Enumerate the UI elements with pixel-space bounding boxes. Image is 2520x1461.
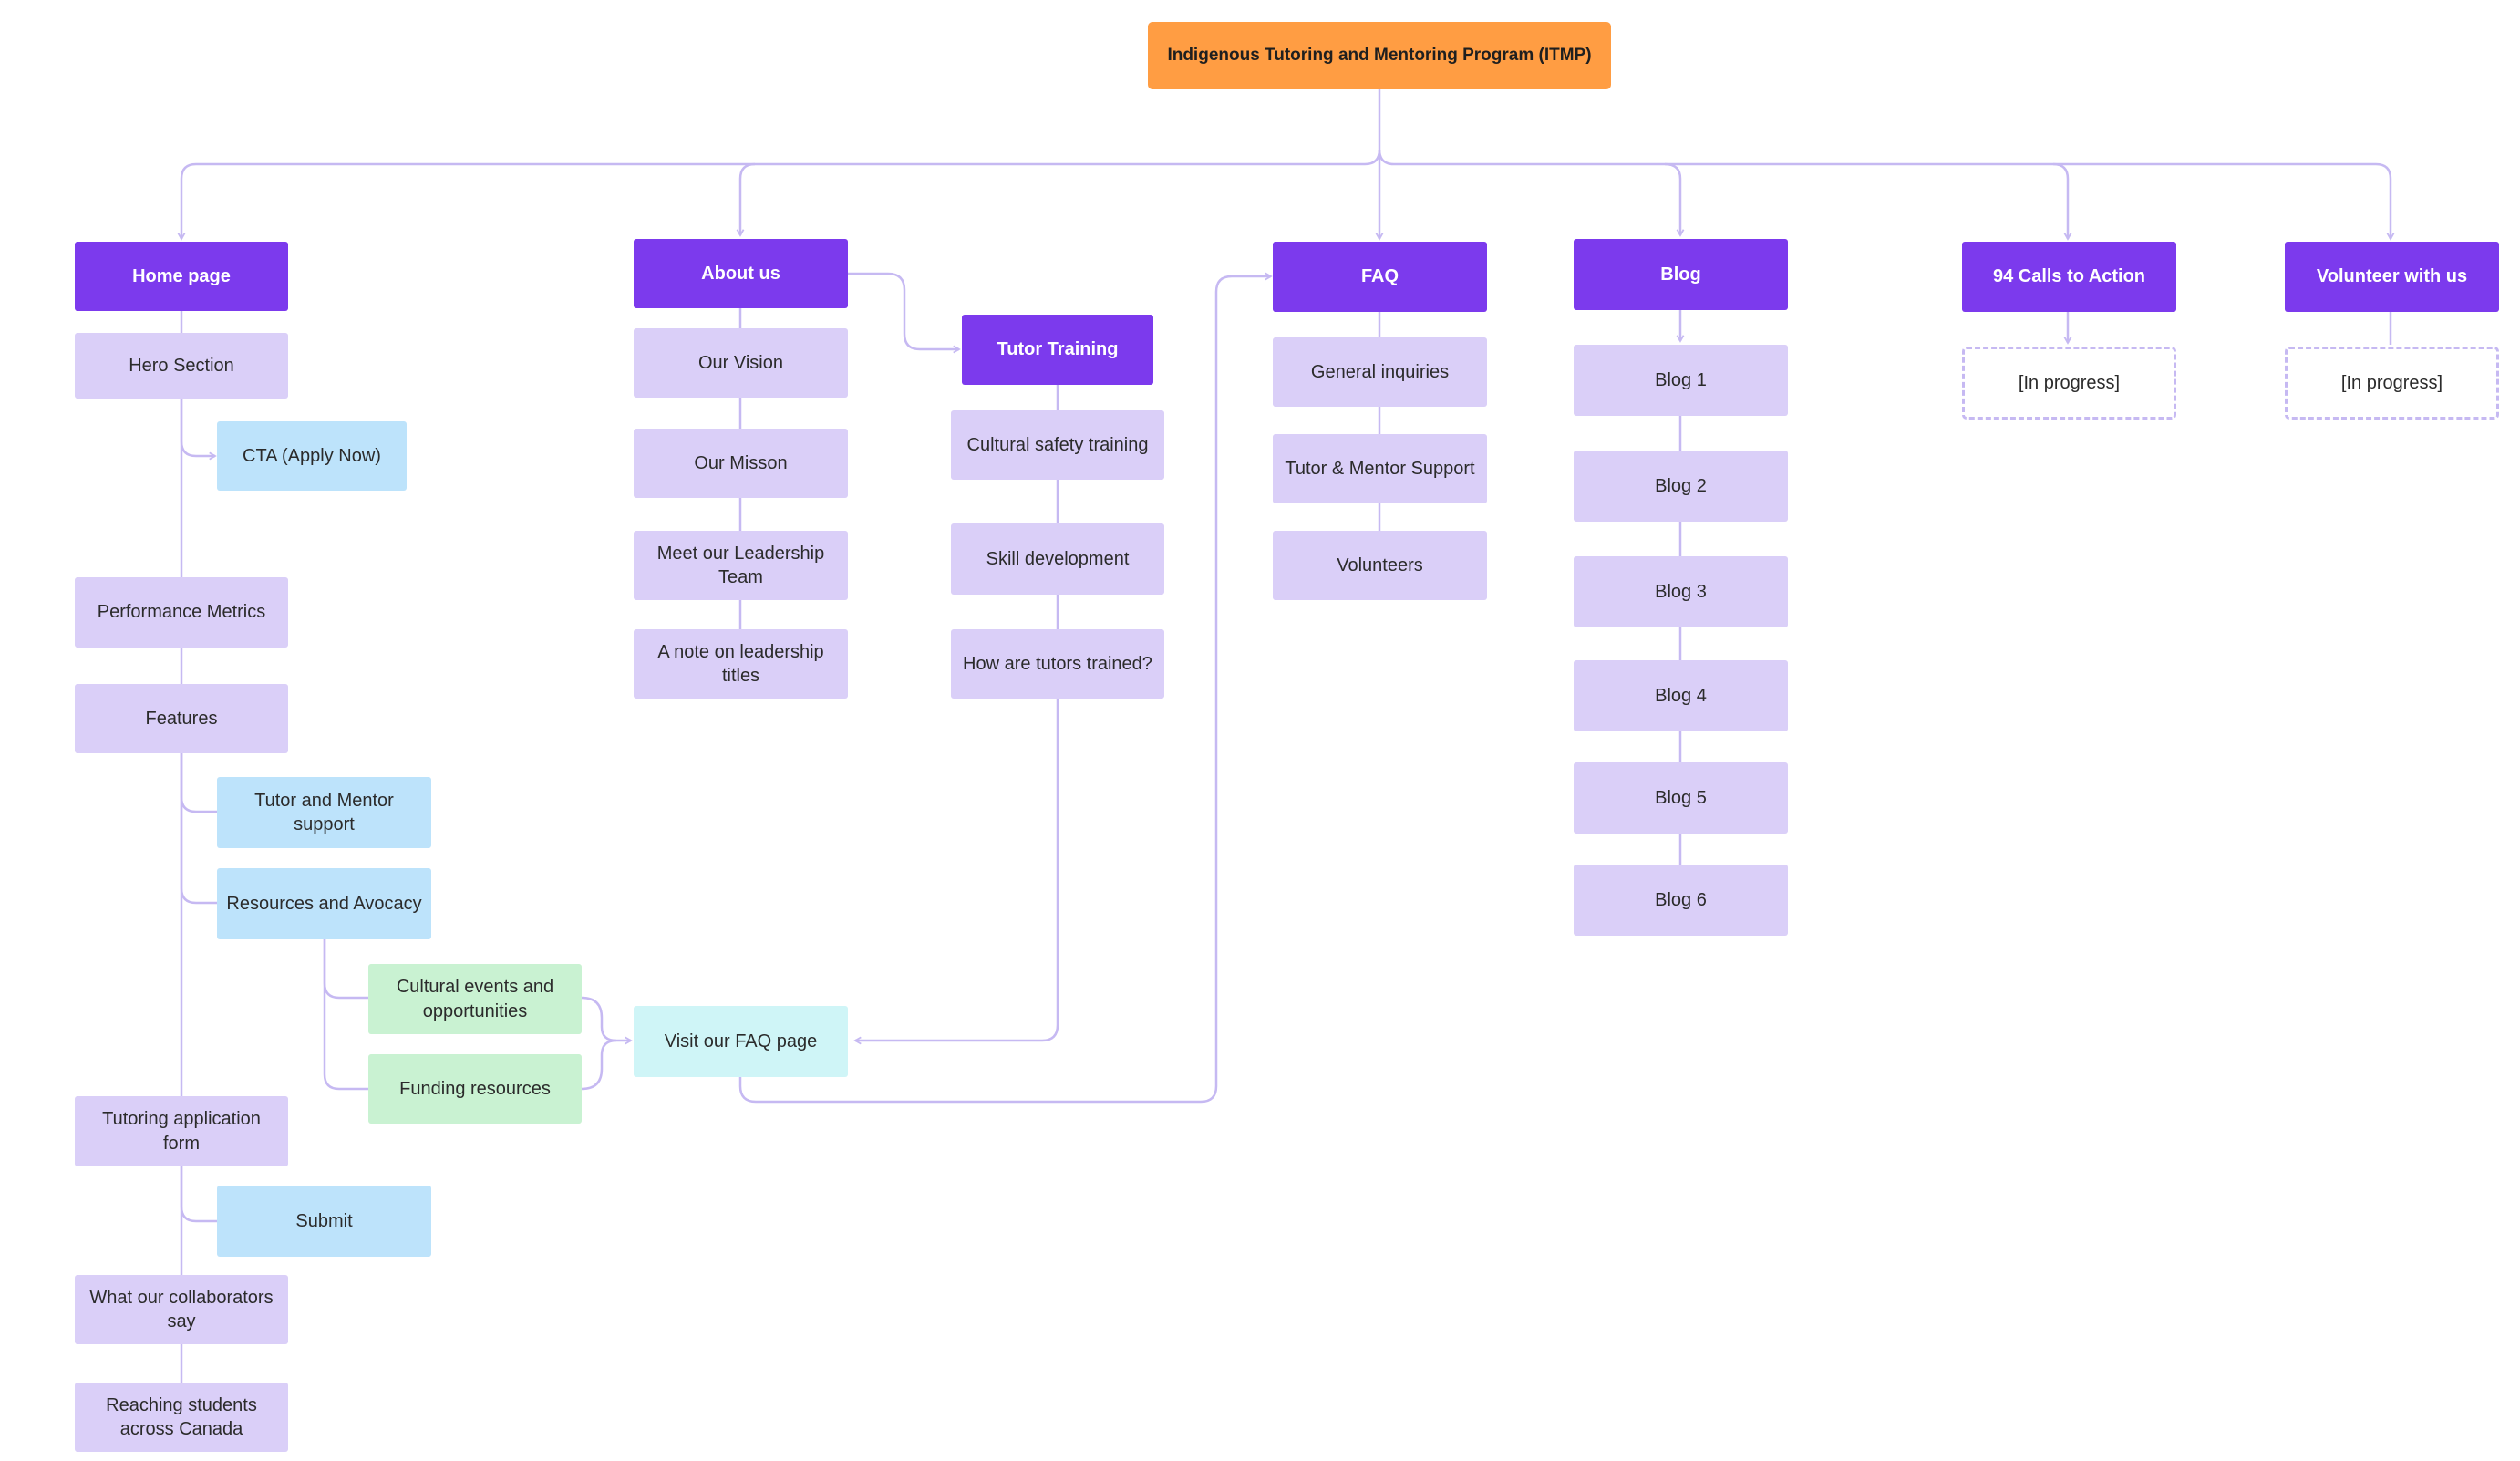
blog-6-node[interactable]: Blog 6 [1574, 865, 1788, 936]
tutoring-application-form-node[interactable]: Tutoring application form [75, 1096, 288, 1166]
submit-node[interactable]: Submit [217, 1186, 431, 1257]
leadership-team-node[interactable]: Meet our Leadership Team [634, 531, 848, 600]
cta-apply-now-node[interactable]: CTA (Apply Now) [217, 421, 407, 491]
skill-development-node[interactable]: Skill development [951, 523, 1164, 595]
hero-section-node[interactable]: Hero Section [75, 333, 288, 399]
volunteer-with-us-node[interactable]: Volunteer with us [2285, 242, 2499, 312]
collaborators-node[interactable]: What our collaborators say [75, 1275, 288, 1344]
volunteers-node[interactable]: Volunteers [1273, 531, 1487, 600]
funding-resources-node[interactable]: Funding resources [368, 1054, 582, 1124]
our-mission-node[interactable]: Our Misson [634, 429, 848, 498]
features-node[interactable]: Features [75, 684, 288, 753]
root-node[interactable]: Indigenous Tutoring and Mentoring Progra… [1148, 22, 1611, 89]
about-us-node[interactable]: About us [634, 239, 848, 308]
volunteer-in-progress-node[interactable]: [In progress] [2285, 347, 2499, 420]
home-page-node[interactable]: Home page [75, 242, 288, 311]
blog-4-node[interactable]: Blog 4 [1574, 660, 1788, 731]
resources-advocacy-node[interactable]: Resources and Avocacy [217, 868, 431, 939]
blog-2-node[interactable]: Blog 2 [1574, 451, 1788, 522]
cultural-events-node[interactable]: Cultural events and opportunities [368, 964, 582, 1034]
blog-1-node[interactable]: Blog 1 [1574, 345, 1788, 416]
visit-faq-page-node[interactable]: Visit our FAQ page [634, 1006, 848, 1077]
blog-node[interactable]: Blog [1574, 239, 1788, 310]
blog-5-node[interactable]: Blog 5 [1574, 762, 1788, 834]
our-vision-node[interactable]: Our Vision [634, 328, 848, 398]
blog-3-node[interactable]: Blog 3 [1574, 556, 1788, 627]
faq-node[interactable]: FAQ [1273, 242, 1487, 312]
general-inquiries-node[interactable]: General inquiries [1273, 337, 1487, 407]
leadership-titles-node[interactable]: A note on leadership titles [634, 629, 848, 699]
calls-to-action-node[interactable]: 94 Calls to Action [1962, 242, 2176, 312]
reaching-students-node[interactable]: Reaching students across Canada [75, 1383, 288, 1452]
tutor-mentor-support-node[interactable]: Tutor and Mentor support [217, 777, 431, 848]
tutor-training-node[interactable]: Tutor Training [962, 315, 1153, 385]
faq-tutor-mentor-support-node[interactable]: Tutor & Mentor Support [1273, 434, 1487, 503]
cultural-safety-training-node[interactable]: Cultural safety training [951, 410, 1164, 480]
how-are-tutors-trained-node[interactable]: How are tutors trained? [951, 629, 1164, 699]
performance-metrics-node[interactable]: Performance Metrics [75, 577, 288, 648]
calls-in-progress-node[interactable]: [In progress] [1962, 347, 2176, 420]
